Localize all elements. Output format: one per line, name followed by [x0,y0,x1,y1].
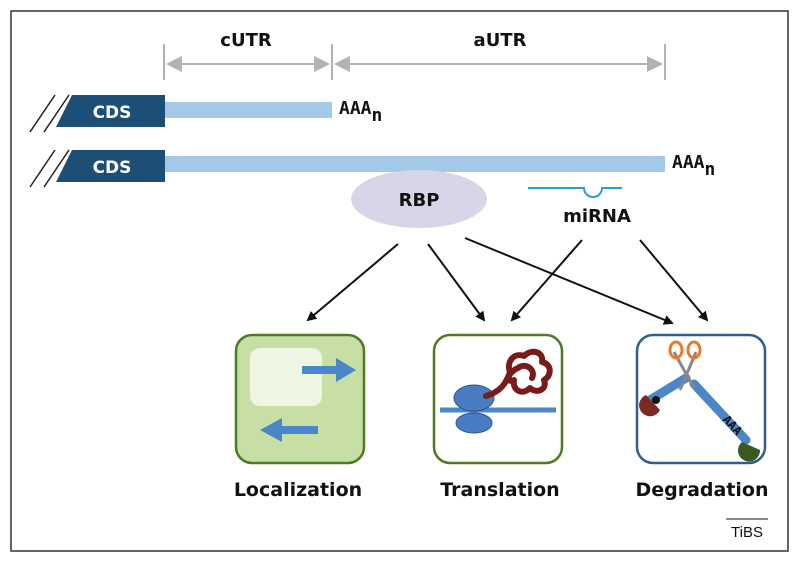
regulation-arrows [306,237,709,325]
cds-label: CDS [93,103,132,123]
arrow-mirna-translation [510,239,583,322]
mirna-shape [528,187,622,198]
cutr-dimension [163,44,333,80]
export-arrow-icon [336,358,356,382]
import-arrow-icon [260,418,282,442]
break-mark [29,149,56,188]
break-mark [43,94,70,133]
autr-label: aUTR [474,30,527,51]
arrow-mirna-degradation [639,239,709,322]
scissors-handle [668,340,684,360]
ribosome-small-subunit [455,412,493,434]
tail-protein [738,442,761,462]
figure-frame [10,10,789,552]
translation-panel [432,333,564,465]
degradation-label: Degradation [635,479,768,501]
peptide-chain [483,348,553,399]
arrow-rbp-degradation [464,237,674,325]
cds-block [56,150,165,182]
nucleus-shape [250,348,322,406]
cap-structure [639,395,660,417]
transcript-long: CDS AAAn [29,149,715,188]
cds-label: CDS [93,158,132,178]
cutr-label: cUTR [220,30,272,51]
degradation-panel: AAA [635,333,767,465]
rbp-shape [351,170,487,228]
autr-dimension [334,44,666,80]
rbp-label: RBP [399,190,440,211]
break-mark [43,149,70,188]
ribosome-large-subunit [453,384,495,412]
cds-block [56,95,165,127]
polya-tail-long: AAAn [672,152,715,180]
journal-mark: TiBS [731,524,763,541]
utr-bar-long [165,156,665,172]
localization-panel [234,333,366,465]
mirna-label: miRNA [563,206,631,227]
polya-tail-short: AAAn [339,98,382,126]
localization-label: Localization [234,479,362,501]
cap-dot [652,396,660,404]
translation-label: Translation [440,479,559,501]
transcript-short: CDS AAAn [29,94,382,133]
break-mark [29,94,56,133]
arrow-rbp-translation [427,243,486,322]
utr-bar-short [165,102,332,118]
arrow-rbp-localization [306,243,399,322]
scissors-handle [686,340,702,360]
mrna-fragment-right [689,379,751,445]
